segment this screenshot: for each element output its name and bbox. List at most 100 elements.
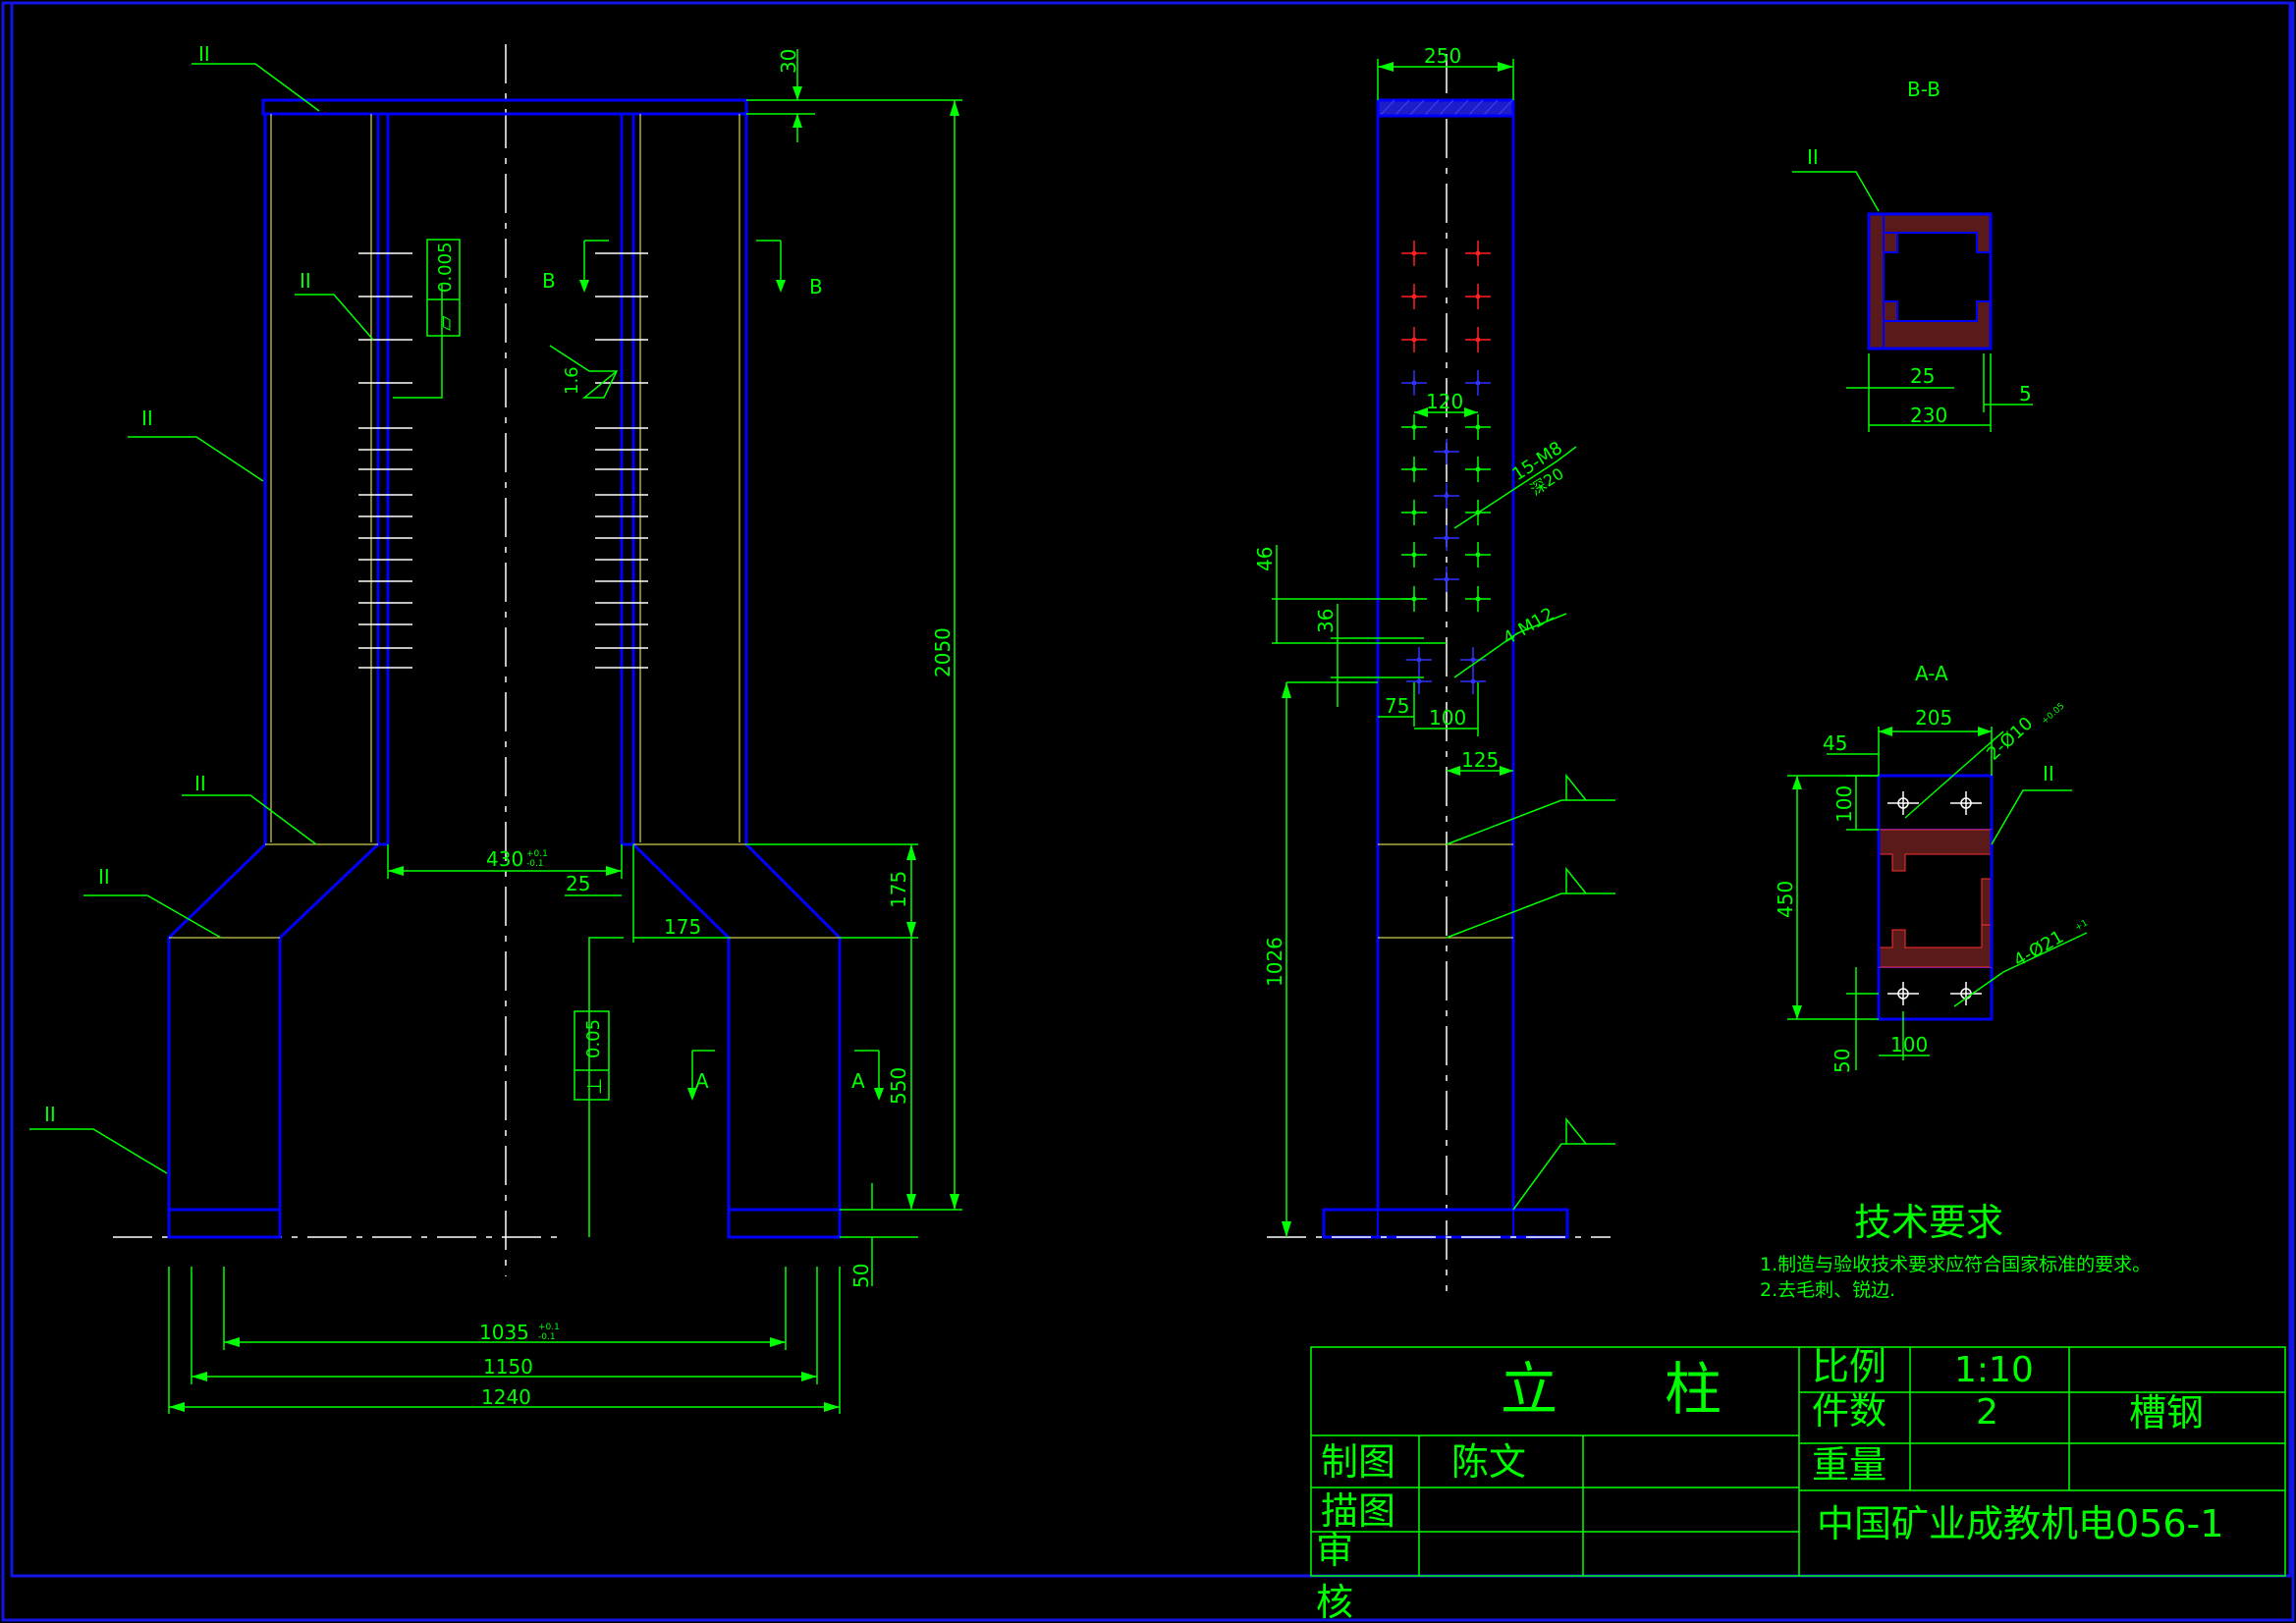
section-aa: A-A: [1774, 662, 2090, 1073]
front-view: II II II II II II: [29, 42, 962, 1414]
dim-height: 2050: [931, 627, 955, 677]
tol-inner-lower: -0.1: [526, 859, 544, 869]
bolt-hole-mark: [1465, 457, 1491, 482]
review-label: 审: [1316, 1529, 1353, 1572]
title-block: 立 柱 比例 1:10 件数 2 槽钢 制图 陈文 重量 描图 审 核 中国矿业…: [1310, 1345, 2286, 1623]
drawn-label: 制图: [1321, 1440, 1395, 1484]
section-label-a: A: [851, 1069, 865, 1093]
roughness-mark: II: [194, 772, 206, 795]
material: 槽钢: [2129, 1391, 2204, 1434]
flatness-value: 0.005: [435, 242, 456, 293]
dim-height: 450: [1774, 881, 1797, 918]
perpendicular-symbol: ⊥: [582, 1078, 606, 1095]
dim-hole-spacing: 120: [1426, 390, 1463, 413]
section-label-b: B: [809, 275, 823, 298]
dim-46: 46: [1253, 547, 1277, 571]
bolt-hole-mark: [1406, 647, 1432, 673]
roughness-mark: II: [44, 1103, 56, 1126]
perpendicular-value: 0.05: [583, 1019, 604, 1058]
dim-spacing: 100: [1890, 1033, 1928, 1056]
dim-125: 125: [1461, 748, 1499, 772]
section-bb: B-B II 25 230 5: [1792, 78, 2033, 432]
dim-vert-step: 175: [887, 871, 910, 908]
bolt-hole-mark: [1401, 284, 1427, 309]
dim-w3: 1240: [481, 1385, 531, 1409]
dim-step: 175: [664, 915, 701, 939]
bolt-hole-mark: [1401, 414, 1427, 440]
tech-requirements: 技术要求 1.制造与验收技术要求应符合国家标准的要求。 2.去毛刺、锐边.: [1760, 1201, 2151, 1301]
dim-top: 100: [1832, 785, 1856, 823]
roughness-mark: II: [300, 269, 311, 293]
qty-label: 件数: [1812, 1389, 1886, 1433]
bolt-hole-mark: [1465, 414, 1491, 440]
dim-lower: 550: [887, 1067, 910, 1105]
callout-bottom: 4-Ø21: [2010, 927, 2067, 972]
bolt-hole-mark: [1401, 241, 1427, 266]
roughness-mark: II: [98, 865, 110, 889]
bolt-hole-mark: [1460, 669, 1486, 694]
bolt-hole-mark: [1401, 370, 1427, 396]
traced-label: 描图: [1321, 1489, 1395, 1533]
dim-1026: 1026: [1263, 937, 1286, 987]
dim-100: 100: [1429, 706, 1466, 730]
callout-top-tol: +0.05: [2040, 701, 2066, 727]
section-label-a: A: [695, 1069, 709, 1093]
dim-inner: 25: [1910, 364, 1935, 388]
dim-width: 205: [1915, 706, 1952, 730]
bolt-hole-mark: [1401, 457, 1427, 482]
dim-top: 30: [777, 49, 800, 74]
bolt-hole-mark: [1465, 542, 1491, 568]
dim-width: 230: [1910, 404, 1947, 427]
flatness-symbol: ▱: [433, 315, 457, 331]
dim-lip: 5: [2019, 382, 2032, 406]
section-label-b: B: [542, 269, 556, 293]
dim-w1: 1035: [479, 1321, 529, 1344]
tol-w1-lower: -0.1: [538, 1332, 556, 1342]
weight-label: 重量: [1812, 1443, 1886, 1487]
bolt-hole-mark: [1465, 586, 1491, 612]
bolt-hole-mark: [1434, 567, 1459, 592]
callout-bottom-tol: +1: [2074, 918, 2091, 933]
dim-width: 250: [1424, 44, 1461, 68]
front-top-plate: [261, 98, 748, 116]
bolt-hole-mark: [1434, 483, 1459, 509]
bolt-hole-mark: [1465, 327, 1491, 352]
section-bb-title: B-B: [1907, 78, 1941, 101]
dim-36: 36: [1314, 609, 1338, 633]
drawing-number: 中国矿业成教机电056-1: [1817, 1502, 2223, 1545]
review-label: 核: [1316, 1581, 1353, 1623]
bolt-hole-mark: [1401, 327, 1427, 352]
tol-inner-upper: +0.1: [526, 849, 548, 859]
bolt-hole-mark: [1434, 439, 1459, 464]
tech-item: 1.制造与验收技术要求应符合国家标准的要求。: [1760, 1254, 2151, 1275]
bolt-hole-mark: [1401, 542, 1427, 568]
bolt-hole-mark: [1406, 669, 1432, 694]
dim-offset: 25: [566, 872, 590, 895]
dim-base: 50: [849, 1264, 873, 1288]
bolt-hole-mark: [1465, 370, 1491, 396]
section-aa-mark: II: [2043, 762, 2054, 785]
roughness-mark: II: [198, 42, 210, 66]
front-left-leg: [167, 114, 380, 1239]
tol-w1-upper: +0.1: [538, 1323, 560, 1332]
section-aa-title: A-A: [1915, 662, 1948, 685]
surface-finish: 1.6: [562, 366, 582, 395]
tech-item: 2.去毛刺、锐边.: [1760, 1279, 1895, 1301]
bolt-hole-mark: [1401, 500, 1427, 525]
scale-value: 1:10: [1954, 1350, 2034, 1390]
callout-m12: 4-M12: [1500, 604, 1558, 649]
dim-75: 75: [1385, 694, 1409, 718]
dim-w2: 1150: [483, 1355, 533, 1379]
part-name: 柱: [1665, 1356, 1722, 1423]
side-view: 250 120 46 36 75 100 125 1026 15-M8 深20 …: [1253, 44, 1615, 1291]
section-bb-mark: II: [1807, 145, 1819, 169]
roughness-mark: II: [141, 406, 153, 430]
drawn-by: 陈文: [1451, 1440, 1526, 1484]
bolt-hole-mark: [1460, 647, 1486, 673]
part-name: 立: [1501, 1356, 1558, 1423]
tech-title: 技术要求: [1854, 1201, 2003, 1244]
bolt-hole-mark: [1434, 525, 1459, 551]
scale-label: 比例: [1812, 1345, 1886, 1388]
